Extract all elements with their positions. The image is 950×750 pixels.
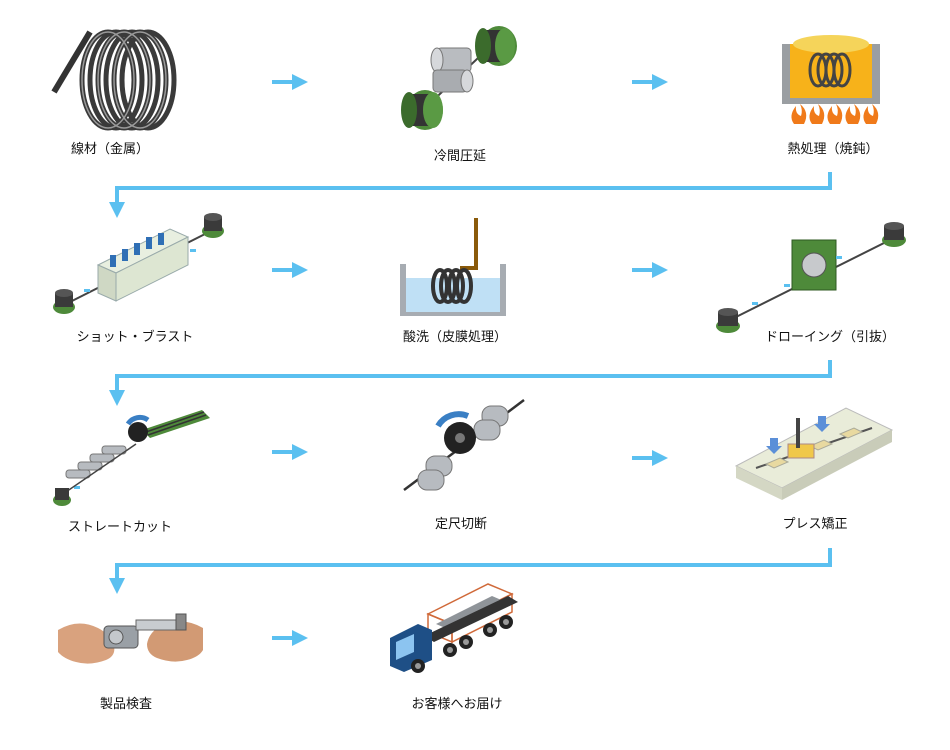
step-label: 冷間圧延 (433, 149, 487, 164)
cold-rolling-icon (401, 26, 517, 130)
arrow-return (109, 360, 832, 406)
step-label: 線材（金属） (70, 142, 150, 157)
step-label: お客様へお届け (411, 697, 503, 712)
step-label: 熱処理（焼鈍） (787, 142, 879, 157)
step-label: 定尺切断 (434, 517, 488, 532)
step-label: ストレートカット (67, 520, 173, 535)
step-label: ショット・ブラスト (76, 330, 194, 345)
step-label: 製品検査 (99, 697, 153, 712)
arrow-return (109, 172, 832, 218)
straight-cut-icon (53, 410, 210, 506)
step-label: プレス矯正 (782, 517, 848, 532)
fixed-length-cut-icon (403, 399, 525, 491)
annealing-furnace-icon (782, 35, 880, 124)
delivery-truck-icon (390, 583, 518, 673)
step-label: ドローイング（引抜） (764, 330, 896, 345)
press-straighten-icon (734, 407, 894, 500)
drawing-die-icon (716, 222, 906, 333)
arrow-return (109, 548, 832, 594)
product-inspection-icon (58, 600, 203, 670)
wire-coil-icon (51, 29, 177, 131)
shot-blast-icon (53, 213, 224, 314)
step-label: 酸洗（皮膜処理） (402, 330, 508, 345)
pickling-tank-icon (400, 218, 506, 316)
